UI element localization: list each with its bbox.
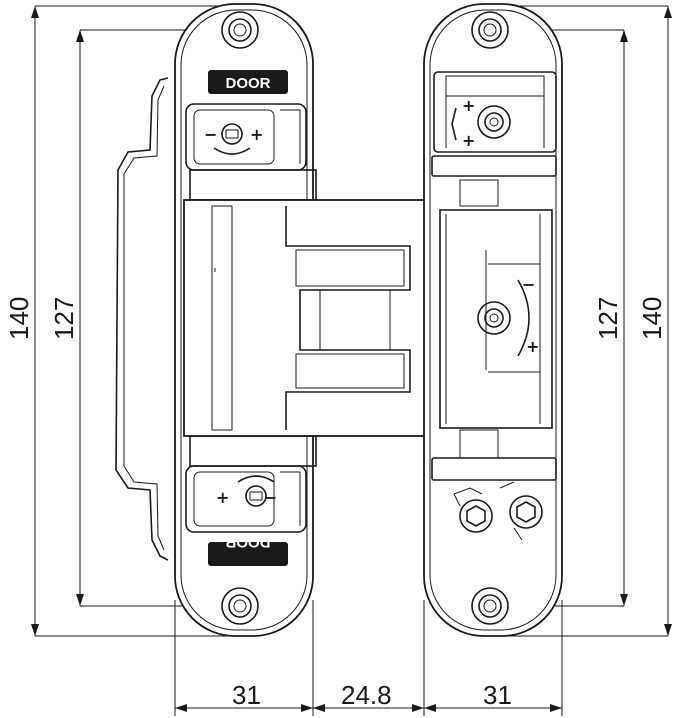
central-arm-mechanism	[183, 199, 461, 437]
dim-overall-height-right: 140	[637, 297, 667, 340]
right-hinge-body: + + − +	[423, 3, 563, 637]
door-label-top-plate	[208, 70, 288, 94]
depth-adjust-screw	[477, 279, 530, 357]
lower-fixing-screw-left	[453, 487, 493, 533]
bottom-adjust-minus: −	[264, 488, 277, 507]
height-adjust-plus-bottom: +	[462, 131, 475, 150]
bottom-lateral-adjust-screw	[237, 475, 275, 507]
top-adjust-minus: −	[204, 125, 217, 144]
lower-fixing-screw-right	[499, 481, 543, 541]
depth-adjust-minus: −	[522, 275, 535, 294]
dim-center-width: 24.8	[341, 680, 392, 710]
dim-mounting-height-left: 127	[49, 297, 79, 340]
height-adjust-screw	[477, 105, 511, 139]
bottom-mounting-hole-left	[221, 587, 259, 625]
dim-mounting-height-right: 127	[593, 297, 623, 340]
bottom-adjust-plus: +	[216, 488, 229, 507]
height-adjust-plus-top: +	[462, 96, 475, 115]
bottom-mounting-hole-right	[471, 587, 509, 625]
door-label-top: DOOR	[226, 75, 271, 92]
door-label-bottom-plate	[208, 542, 288, 566]
top-mounting-hole-right	[471, 11, 509, 49]
top-mounting-hole-left	[221, 11, 259, 49]
dim-overall-height-left: 140	[4, 297, 34, 340]
top-lateral-adjust-screw	[213, 123, 251, 155]
door-label-bottom: DOOR	[225, 534, 270, 551]
dim-left-leaf-width: 31	[232, 680, 261, 710]
top-adjust-plus: +	[250, 125, 263, 144]
depth-adjust-plus: +	[526, 337, 539, 356]
dim-right-leaf-width: 31	[483, 680, 512, 710]
